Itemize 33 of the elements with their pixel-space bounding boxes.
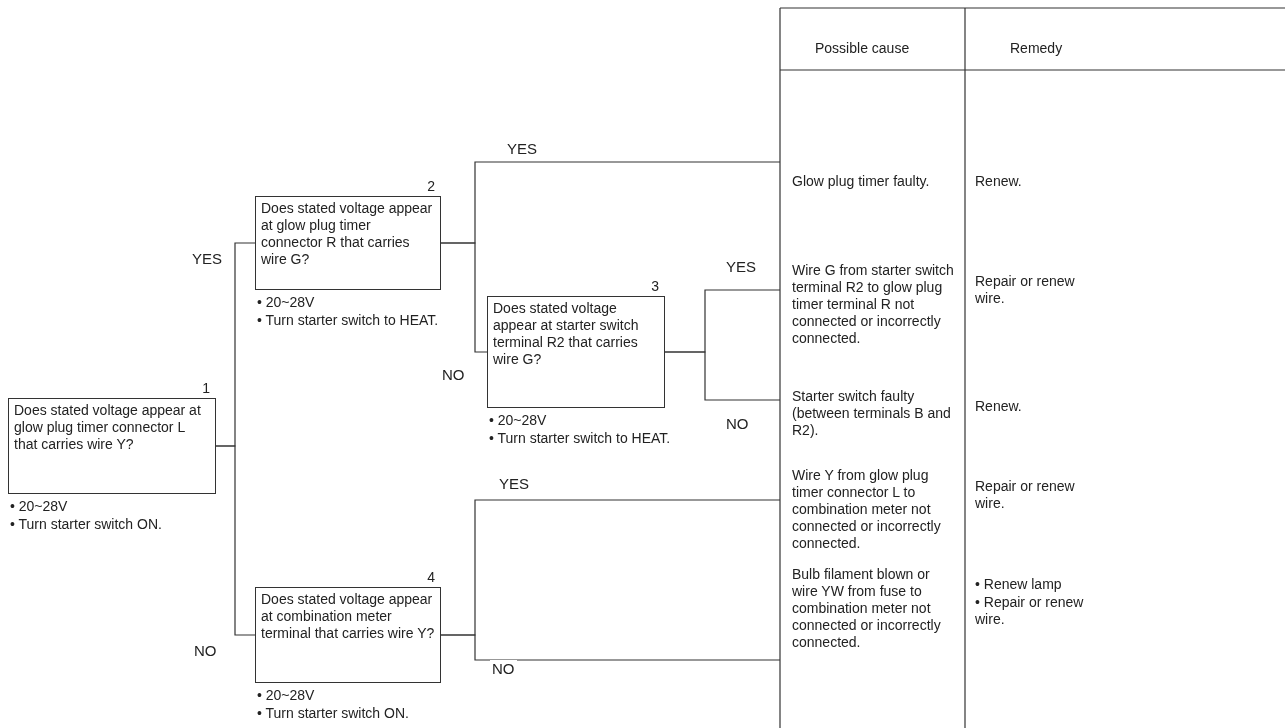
connector-line: [440, 634, 781, 661]
note-text: • 20~28V: [257, 687, 316, 705]
column-header: Remedy: [1010, 40, 1063, 58]
note-text: • 20~28V: [10, 498, 69, 516]
remedy-text: Repair or renew wire.: [975, 478, 1076, 513]
question-box: Does stated voltage appear at glow plug timer connector R that carries wire G?: [255, 196, 441, 290]
connector-line: [215, 445, 256, 636]
remedy-text: Renew.: [975, 398, 1023, 416]
note-text: • 20~28V: [257, 294, 316, 312]
note-text: • 20~28V: [489, 412, 548, 430]
column-header: Possible cause: [815, 40, 910, 58]
note-text: • Turn starter switch ON.: [257, 705, 410, 723]
remedy-text: Repair or renew wire.: [975, 273, 1076, 308]
step-number: 1: [202, 380, 210, 398]
step-number: 2: [427, 178, 435, 196]
remedy-text: • Repair or renew wire.: [975, 594, 1085, 629]
step-number: 4: [427, 569, 435, 587]
cause-text: Starter switch faulty (between terminals B and R2).: [780, 388, 965, 440]
connector-line: [664, 351, 781, 401]
step-number: 3: [651, 278, 659, 296]
cause-text: Wire Y from glow plug timer connector L to combination meter not connected or incorrectly connected.: [780, 467, 965, 553]
note-text: • Turn starter switch ON.: [10, 516, 163, 534]
cause-text: Glow plug timer faulty.: [780, 173, 965, 191]
remedy-text: • Renew lamp: [975, 576, 1063, 594]
note-text: • Turn starter switch to HEAT.: [489, 430, 672, 448]
question-box: Does stated voltage appear at glow plug timer connector L that carries wire Y?: [8, 398, 216, 494]
cause-text: Wire G from starter switch terminal R2 to glow plug timer terminal R not connected or incorrectly connected.: [780, 262, 965, 348]
note-text: • Turn starter switch to HEAT.: [257, 312, 440, 330]
remedy-text: Renew.: [975, 173, 1023, 191]
question-box: Does stated voltage appear at combination meter terminal that carries wire Y?: [255, 587, 441, 683]
connector-line: [440, 242, 488, 353]
cause-text: Bulb filament blown or wire YW from fuse to combination meter not connected or incorrectly connected.: [780, 566, 965, 652]
question-box: Does stated voltage appear at starter switch terminal R2 that carries wire G?: [487, 296, 665, 408]
